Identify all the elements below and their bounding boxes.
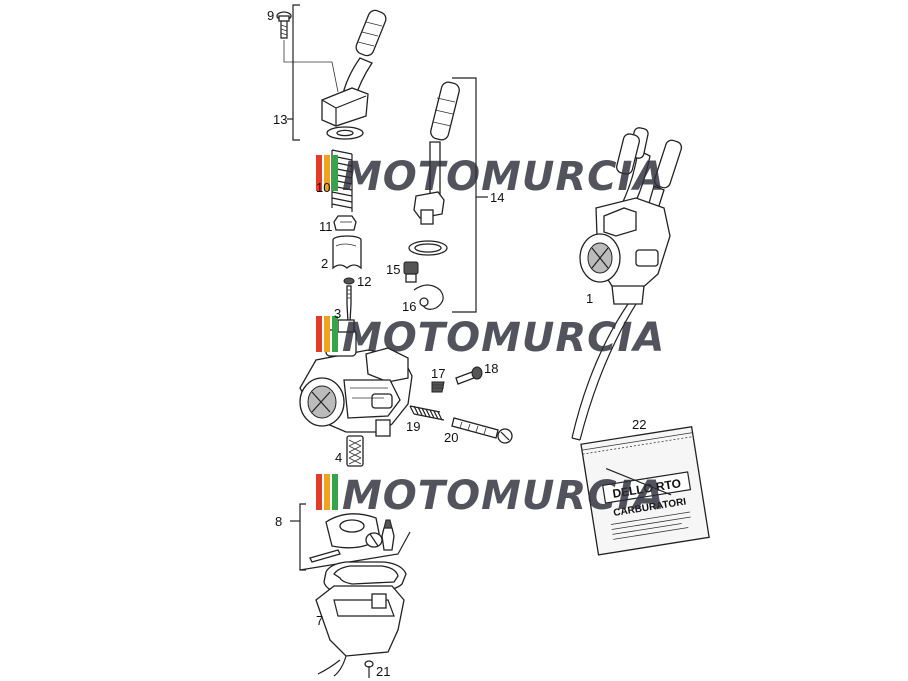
screw-part-9 bbox=[276, 11, 292, 39]
wm-stripe bbox=[332, 155, 338, 191]
callout-21: 21 bbox=[376, 664, 390, 679]
bracket-8 bbox=[299, 503, 306, 571]
watermark-text: MOTOMURCIA bbox=[342, 154, 665, 200]
callout-16: 16 bbox=[402, 299, 416, 314]
wm-stripe bbox=[332, 316, 338, 352]
retainer-part-11 bbox=[333, 215, 357, 231]
spring-part-19 bbox=[409, 405, 445, 421]
leader-9 bbox=[283, 40, 339, 93]
wm-stripe bbox=[316, 474, 322, 510]
wm-stripe bbox=[316, 155, 322, 191]
carburetor-body bbox=[299, 319, 413, 437]
float-bowl-part-7 bbox=[315, 585, 405, 677]
choke-cable-assembly bbox=[408, 81, 460, 256]
callout-14: 14 bbox=[490, 190, 504, 205]
float-assembly bbox=[309, 513, 395, 563]
clip-part-12 bbox=[343, 277, 355, 285]
callout-18: 18 bbox=[484, 361, 498, 376]
callout-15: 15 bbox=[386, 262, 400, 277]
cable-cap-assembly bbox=[321, 9, 387, 140]
callout-9: 9 bbox=[267, 8, 274, 23]
callout-20: 20 bbox=[444, 430, 458, 445]
callout-10: 10 bbox=[316, 180, 330, 195]
spring-part-17 bbox=[431, 381, 445, 393]
watermark-text: MOTOMURCIA bbox=[342, 315, 665, 361]
callout-8: 8 bbox=[275, 514, 282, 529]
screw-part-18 bbox=[455, 366, 483, 385]
watermark-3: MOTOMURCIA bbox=[316, 473, 665, 519]
callout-2: 2 bbox=[321, 256, 328, 271]
wm-stripe bbox=[324, 316, 330, 352]
wm-stripe bbox=[332, 474, 338, 510]
screw-part-21 bbox=[364, 660, 374, 678]
watermark-1: MOTOMURCIA bbox=[316, 154, 665, 200]
bracket-14 bbox=[452, 77, 477, 313]
callout-11: 11 bbox=[319, 219, 333, 234]
callout-17: 17 bbox=[431, 366, 445, 381]
callout-19: 19 bbox=[406, 419, 420, 434]
float-gasket bbox=[323, 561, 407, 593]
wm-stripe bbox=[316, 316, 322, 352]
watermark-2: MOTOMURCIA bbox=[316, 315, 665, 361]
callout-22: 22 bbox=[632, 417, 646, 432]
throttle-slide-part-2 bbox=[332, 235, 362, 270]
fuel-filter-part-4 bbox=[346, 435, 364, 467]
callout-1: 1 bbox=[586, 291, 593, 306]
wm-stripe bbox=[324, 155, 330, 191]
callout-13: 13 bbox=[273, 112, 287, 127]
callout-3: 3 bbox=[334, 306, 341, 321]
fitting-part-15 bbox=[403, 261, 419, 283]
callout-4: 4 bbox=[335, 450, 342, 465]
wm-stripe bbox=[324, 474, 330, 510]
callout-7: 7 bbox=[316, 613, 323, 628]
clip-part-16 bbox=[413, 284, 444, 310]
assembled-carburetor-part-1 bbox=[571, 127, 683, 441]
callout-12: 12 bbox=[357, 274, 371, 289]
watermark-text: MOTOMURCIA bbox=[342, 473, 665, 519]
screw-part-20 bbox=[451, 417, 513, 444]
bracket-13 bbox=[292, 4, 300, 141]
gasket-kit-bag-part-22: DELLO RTO CARBURATORI bbox=[580, 425, 710, 556]
